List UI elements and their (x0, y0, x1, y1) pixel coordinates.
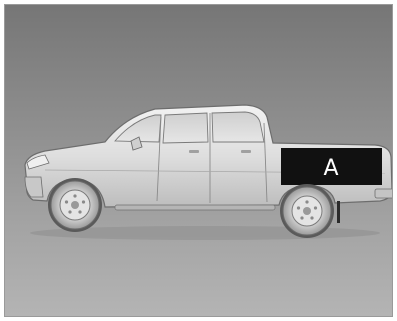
front-wheel (48, 178, 102, 232)
side-step (115, 205, 275, 210)
rear-mud-flap (337, 201, 340, 223)
front-door-window (163, 113, 208, 143)
front-door-handle (189, 150, 199, 153)
rear-bumper (375, 189, 393, 198)
callout-a-label: A (323, 156, 338, 181)
rear-door-window (212, 112, 264, 142)
illustration-frame: A (4, 4, 393, 317)
rear-wheel (280, 184, 334, 238)
rear-door-handle (241, 150, 251, 153)
pickup-truck-illustration: A (5, 5, 393, 317)
